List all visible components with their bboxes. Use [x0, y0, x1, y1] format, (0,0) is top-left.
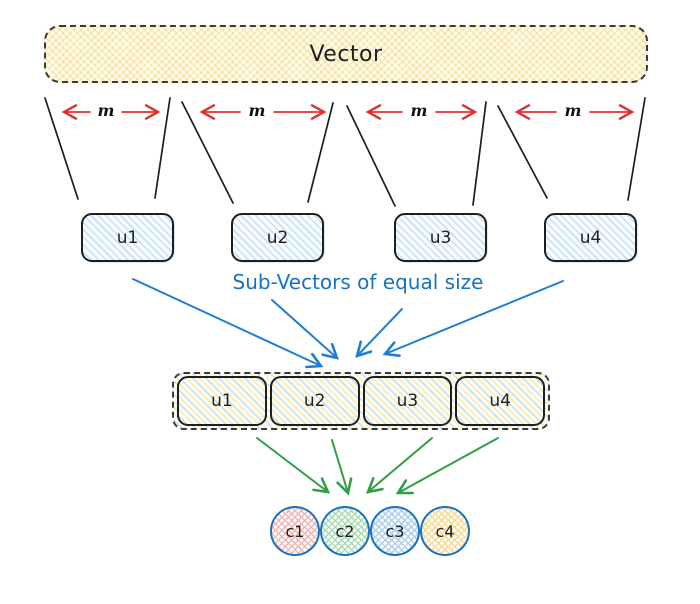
merged-cell-u2: u2 [269, 376, 360, 426]
sub-vector-box-u1: u1 [81, 213, 174, 262]
sub-vector-label: u1 [116, 227, 139, 248]
converge-arrow-icon [271, 299, 339, 360]
centroid-arrow-icon [365, 437, 433, 494]
converge-arrow-icon [355, 308, 403, 358]
merged-cell-label: u2 [303, 391, 326, 411]
segment-width-label: m [564, 101, 582, 120]
centroid-label: c4 [435, 521, 455, 541]
centroid-c4: c4 [420, 506, 470, 556]
divider-line [307, 102, 334, 203]
funnel-divider-lines [44, 97, 646, 207]
sub-vector-label: u4 [579, 227, 602, 248]
sub-vector-box-u3: u3 [394, 213, 487, 262]
sub-vector-label: u2 [266, 227, 289, 248]
divider-line [497, 105, 548, 199]
centroid-label: c1 [285, 521, 305, 541]
divider-line [44, 97, 79, 200]
sub-vector-box-u4: u4 [544, 213, 637, 262]
divider-line [181, 101, 234, 204]
centroid-c2: c2 [320, 506, 370, 556]
centroid-label: c2 [335, 521, 355, 541]
sub-vector-box-u2: u2 [231, 213, 324, 262]
divider-line [154, 97, 171, 199]
centroid-arrow-icon [395, 437, 499, 495]
green-converge-arrows [256, 437, 499, 496]
sub-vectors-caption: Sub-Vectors of equal size [232, 270, 484, 294]
centroid-arrow-icon [331, 439, 353, 496]
centroid-label: c3 [385, 521, 405, 541]
segment-width-label: m [248, 101, 266, 120]
divider-line [472, 101, 487, 206]
merged-cell-u3: u3 [362, 376, 453, 426]
merged-cell-label: u4 [489, 391, 511, 411]
divider-line [346, 105, 396, 207]
segment-width-label: m [97, 101, 115, 120]
sub-vector-label: u3 [429, 227, 452, 248]
merged-cell-label: u3 [396, 391, 419, 411]
segment-width-label: m [410, 101, 428, 120]
centroid-c3: c3 [370, 506, 420, 556]
merged-cell-u1: u1 [177, 376, 267, 426]
merged-cell-u4: u4 [455, 376, 545, 426]
centroid-c1: c1 [270, 506, 320, 556]
merged-cell-label: u1 [211, 391, 233, 411]
divider-line [627, 97, 646, 201]
vector-box-label: Vector [309, 41, 383, 67]
merged-vector-container: u1 u2 u3 u4 [172, 372, 550, 430]
centroid-arrow-icon [256, 437, 331, 494]
vector-box: Vector [44, 25, 648, 83]
